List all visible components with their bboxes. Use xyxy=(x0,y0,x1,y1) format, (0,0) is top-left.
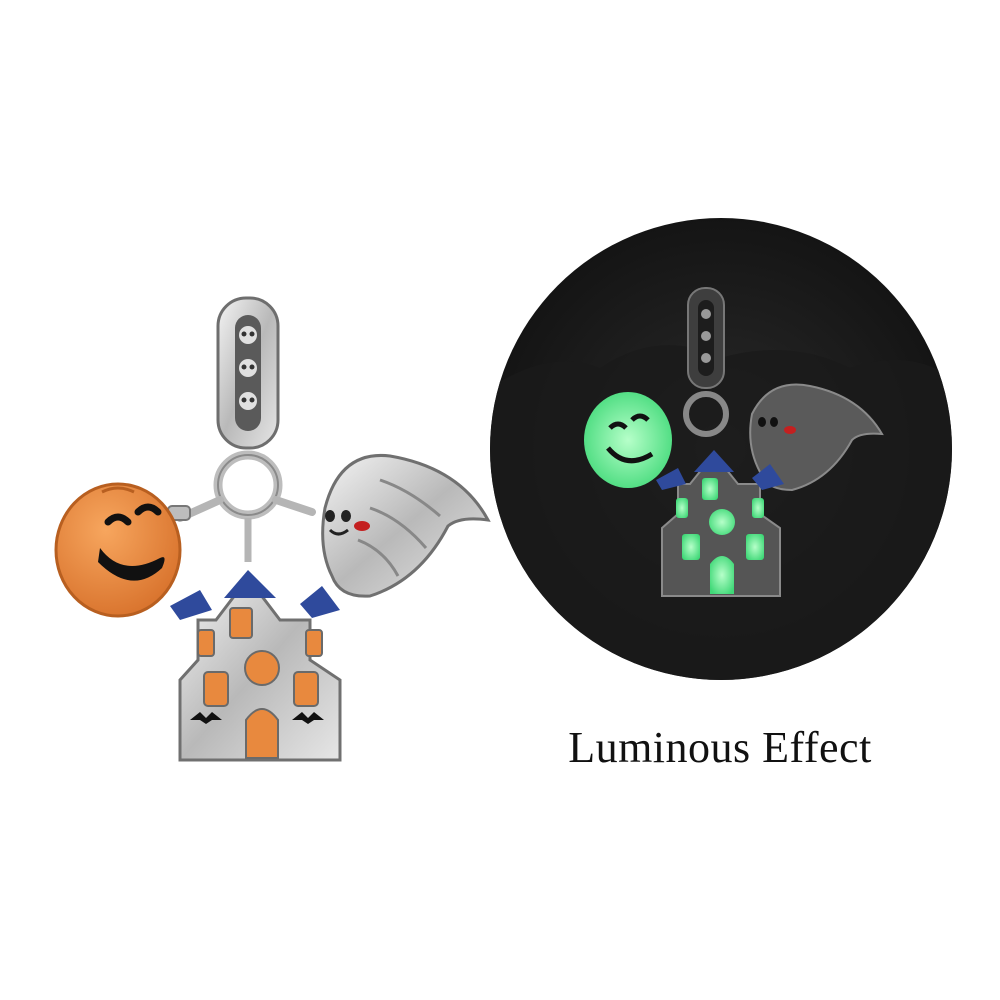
skull-bail-icon xyxy=(216,296,280,450)
haunted-house-icon xyxy=(170,570,342,762)
charm-daylight-view xyxy=(40,280,500,780)
luminous-night-view xyxy=(490,218,952,680)
caption-luminous-effect: Luminous Effect xyxy=(568,723,872,772)
jack-o-lantern-icon xyxy=(54,482,191,618)
ghost-icon xyxy=(321,453,491,598)
